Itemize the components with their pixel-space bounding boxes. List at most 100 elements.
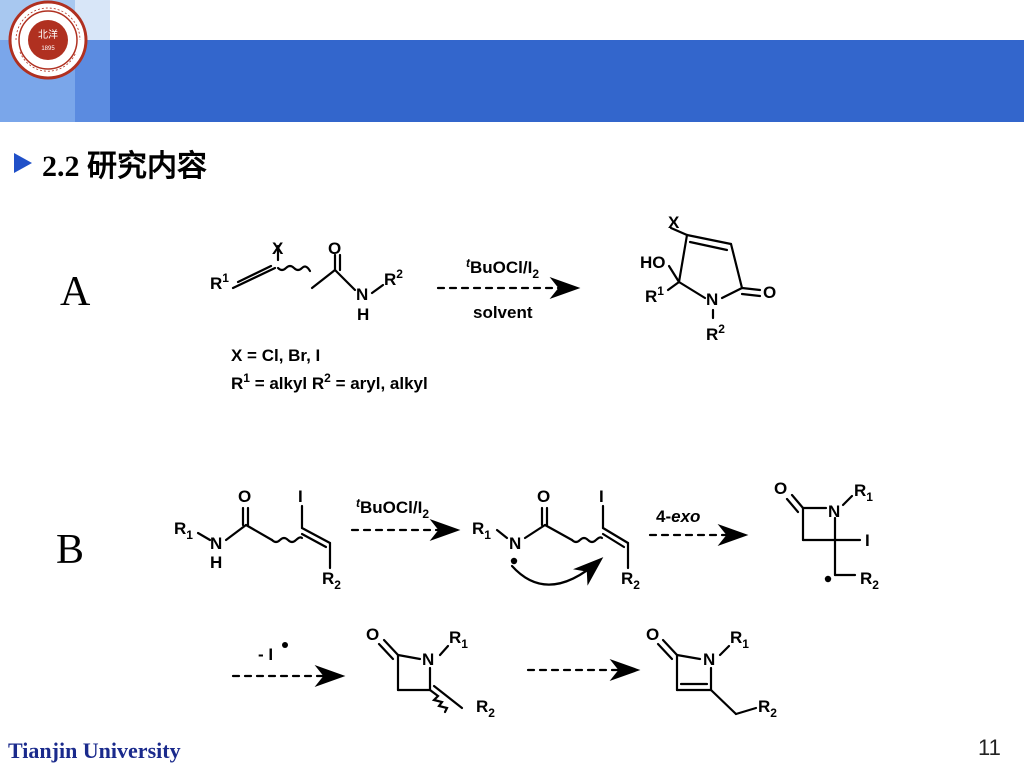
a-product-r1: R	[645, 287, 657, 306]
b-reactant-r1-sub: 1	[186, 528, 193, 542]
b-azetinone-n: N	[703, 650, 715, 669]
a-reactant-r2: R	[384, 270, 396, 289]
b-reactant-r2-sub: 2	[334, 578, 341, 592]
b-adduct-o: O	[774, 479, 787, 498]
svg-text:R1: R1	[472, 519, 491, 542]
b-reagent-sub: 2	[422, 507, 429, 521]
b-adduct-r1: R	[854, 481, 866, 500]
arrow-bullet-icon	[14, 153, 32, 173]
b-azetinone-o: O	[646, 625, 659, 644]
b-azetinone-r1: R	[730, 628, 742, 647]
svg-text:R2: R2	[476, 697, 495, 720]
b-azetinone-r2-sub: 2	[770, 706, 777, 720]
page-number: 11	[978, 735, 1001, 760]
b-radical-r2: R	[621, 569, 633, 588]
a-reactant-x: X	[272, 239, 284, 258]
a-product-r2: R	[706, 325, 718, 344]
a-product-o: O	[763, 283, 776, 302]
section-title-text: 2.2 研究内容	[42, 150, 207, 183]
svg-text:R1: R1	[730, 628, 749, 651]
b-loss-label: - I	[258, 645, 273, 664]
b-radical-r1: R	[472, 519, 484, 538]
svg-text:北洋: 北洋	[38, 28, 58, 41]
svg-text:R2: R2	[621, 569, 640, 592]
svg-text:R1: R1	[449, 628, 468, 651]
svg-text:R1: R1	[174, 519, 193, 542]
b-radical-i: I	[599, 487, 604, 506]
header-banner: 北洋 1895	[0, 0, 1024, 122]
a-note-2-r1: R	[231, 374, 243, 393]
b-azetinone-r1-sub: 1	[742, 637, 749, 651]
svg-text:R2: R2	[384, 267, 403, 289]
b-reactant-o: O	[238, 487, 251, 506]
a-product-n: N	[706, 290, 718, 309]
radical-dot-1	[510, 557, 518, 565]
b-reactant-r1: R	[174, 519, 186, 538]
a-reactant-r2-sup: 2	[396, 267, 403, 281]
b-reactant-h: H	[210, 553, 222, 572]
b-alkylidene-r1: R	[449, 628, 461, 647]
b-reagent-t: t	[356, 496, 361, 510]
b-adduct-r2-sub: 2	[872, 578, 879, 592]
banner-bar	[110, 40, 1024, 122]
a-reagent-t: t	[466, 256, 471, 270]
a-reagent-main: BuOCl/I	[470, 258, 532, 277]
b-reactant-i: I	[298, 487, 303, 506]
b-reagent-main: BuOCl/I	[360, 498, 422, 517]
b-radical-o: O	[537, 487, 550, 506]
a-product-r2-sup: 2	[718, 322, 725, 336]
svg-text:R1: R1	[854, 481, 873, 504]
scheme-b-alkylidene	[377, 638, 464, 714]
a-reagent-sub: 2	[532, 267, 539, 281]
b-cyclization-exo: exo	[671, 507, 700, 526]
scheme-a-product	[666, 226, 762, 320]
b-radical-r2-sub: 2	[633, 578, 640, 592]
b-alkylidene-o: O	[366, 625, 379, 644]
radical-dot-2	[824, 575, 832, 583]
b-radical-r1-sub: 1	[484, 528, 491, 542]
scheme-b-label: B	[56, 527, 85, 573]
svg-text:R2: R2	[860, 569, 879, 592]
svg-text:R2: R2	[322, 569, 341, 592]
svg-text:R1 = alkyl R2 = aryl, alkyl: R1 = alkyl R2 = aryl, alkyl	[231, 371, 428, 393]
a-note-1: X = Cl, Br, I	[231, 346, 320, 365]
b-azetinone-r2: R	[758, 697, 770, 716]
b-alkylidene-r1-sub: 1	[461, 637, 468, 651]
a-note-2-sup2: 2	[324, 371, 331, 385]
svg-text:R1: R1	[645, 284, 664, 306]
radical-dot-3	[282, 642, 288, 648]
svg-text:tBuOCl/I2: tBuOCl/I2	[466, 256, 539, 281]
b-alkylidene-n: N	[422, 650, 434, 669]
scheme-a-reactant	[231, 244, 385, 295]
a-note-2-sup1: 1	[243, 371, 250, 385]
a-reactant-h: H	[357, 305, 369, 324]
svg-text:R1: R1	[210, 271, 229, 293]
scheme-b-reactant	[196, 504, 332, 570]
section-title: 2.2 研究内容	[14, 143, 207, 183]
a-reactant-n: N	[356, 285, 368, 304]
reaction-schemes: X O R1 N H R2 tBuOCl/I2 solvent X HO R1 …	[174, 213, 879, 720]
a-reactant-r1: R	[210, 274, 222, 293]
b-adduct-r2: R	[860, 569, 872, 588]
b-radical-n: N	[509, 534, 521, 553]
a-product-x: X	[668, 213, 680, 232]
a-condition: solvent	[473, 303, 533, 322]
svg-text:R2: R2	[758, 697, 777, 720]
footer-university: Tianjin University	[8, 738, 181, 763]
scheme-b-adduct	[785, 493, 862, 577]
svg-text:R2: R2	[706, 322, 725, 344]
scheme-b-radical	[495, 504, 630, 586]
a-note-2-mid: = alkyl R	[250, 374, 324, 393]
b-reactant-r2: R	[322, 569, 334, 588]
scheme-a-label: A	[60, 269, 91, 315]
a-reactant-o: O	[328, 239, 341, 258]
a-note-2-end: = aryl, alkyl	[331, 374, 428, 393]
b-adduct-n: N	[828, 502, 840, 521]
a-reactant-r1-sup: 1	[222, 271, 229, 285]
a-product-ho: HO	[640, 253, 666, 272]
b-adduct-r1-sub: 1	[866, 490, 873, 504]
svg-text:4-exo: 4-exo	[656, 507, 700, 526]
b-alkylidene-r2: R	[476, 697, 488, 716]
b-adduct-i: I	[865, 531, 870, 550]
svg-text:1895: 1895	[41, 46, 55, 52]
